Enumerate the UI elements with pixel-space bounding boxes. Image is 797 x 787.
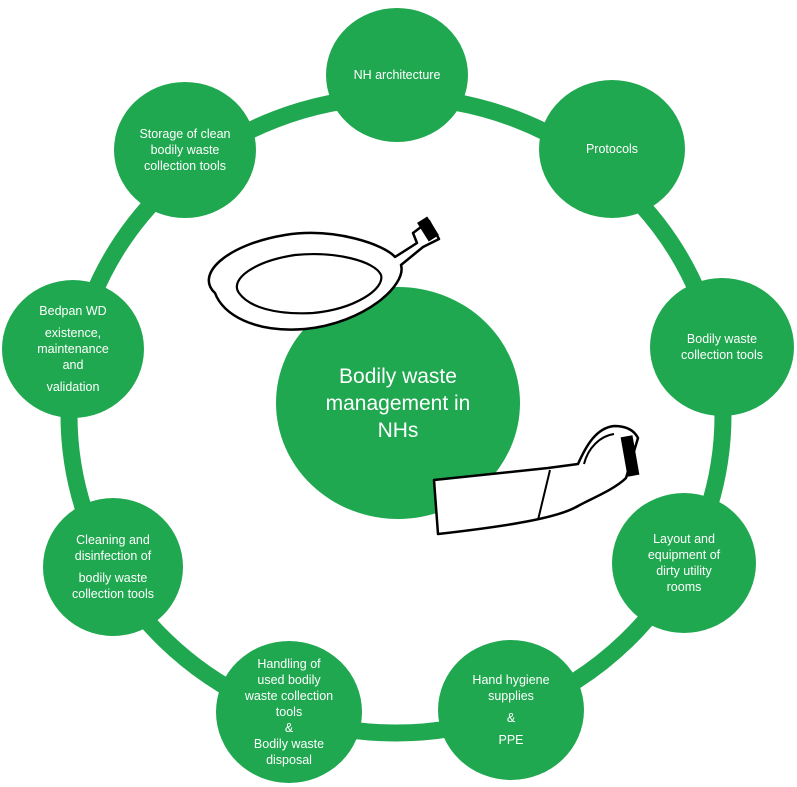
node-label-line: existence, (44, 326, 102, 340)
node-label-line: Layout and (653, 532, 715, 546)
node-label-line: Cleaning and (76, 533, 150, 547)
node-label-line: disposal (266, 753, 312, 767)
node-label-line: tools (275, 705, 303, 719)
urinal-icon (432, 424, 640, 536)
node-label-line: equipment of (647, 548, 721, 562)
node-label-line: Hand hygiene (472, 673, 550, 687)
node-label-line: maintenance (37, 342, 109, 356)
node-label-line: Bodily waste (686, 332, 758, 346)
node-label-line: rooms (666, 580, 702, 594)
node-label-line: collection tools (681, 348, 763, 362)
node-label-line: collection tools (143, 159, 226, 173)
node-handling-disposal: Handling of used bodily waste collection… (216, 641, 362, 783)
node-label-line: validation (46, 380, 100, 394)
node-dirty-utility-rooms: Layout and equipment of dirty utility ro… (612, 493, 756, 633)
node-label-line: Handling of (257, 657, 321, 671)
node-label-line: NH architecture (353, 68, 441, 82)
node-label-line: bodily waste (78, 571, 148, 585)
node-label-line: Bedpan WD (39, 304, 107, 318)
node-bodily-waste-collection-tools: Bodily waste collection tools (650, 278, 794, 416)
center-title-line: NHs (377, 418, 419, 442)
node-label-line: PPE (498, 733, 524, 747)
node-label-line: dirty utility (656, 564, 712, 578)
node-label-line: bodily waste (150, 143, 220, 157)
node-storage-clean-tools: Storage of clean bodily waste collection… (114, 82, 256, 218)
center-title-line: management in (325, 391, 471, 415)
node-label-line: Protocols (585, 142, 639, 156)
node-cleaning-disinfection: Cleaning and disinfection of bodily wast… (43, 498, 183, 636)
node-label-line: Bodily waste (253, 737, 325, 751)
node-label-line: and (62, 358, 84, 372)
node-protocols: Protocols (539, 80, 685, 218)
node-label-line: disinfection of (74, 549, 152, 563)
node-hand-hygiene-ppe: Hand hygiene supplies & PPE (438, 640, 584, 780)
node-bedpan-wd: Bedpan WD existence, maintenance and val… (2, 280, 144, 418)
node-label-line: supplies (488, 689, 534, 703)
center-title-line: Bodily waste (339, 364, 457, 388)
node-label-line: & (506, 711, 516, 725)
node-label-line: waste collection (244, 689, 334, 703)
node-label-line: used bodily (257, 673, 321, 687)
node-label-line: & (284, 721, 294, 735)
node-label-line: Storage of clean (139, 127, 231, 141)
bedpan-icon (207, 216, 441, 331)
node-nh-architecture: NH architecture (326, 8, 468, 142)
node-label-line: collection tools (72, 587, 154, 601)
